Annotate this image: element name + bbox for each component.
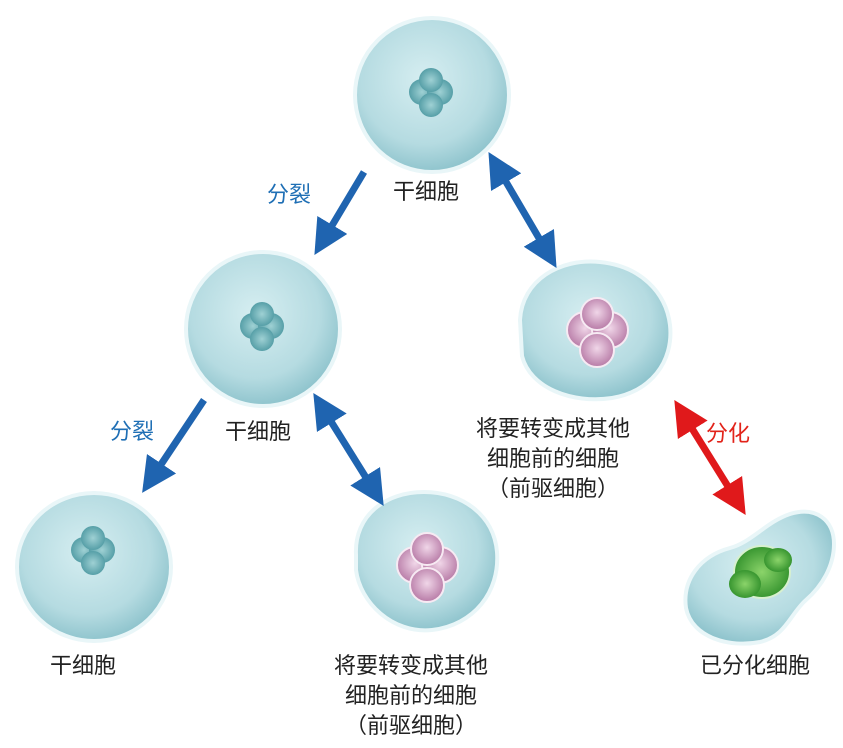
label-stem-bottom: 干细胞 [50, 654, 117, 679]
divide-arrow-mid [142, 398, 207, 493]
stem-cell-bottom [15, 491, 173, 643]
stem-nucleus-bottom [71, 526, 115, 575]
stem-cell-mid [184, 250, 342, 408]
progenitor-cell-right [517, 259, 673, 402]
label-progenitor-right: 将要转变成其他 细胞前的细胞 （前驱细胞） [476, 417, 631, 502]
differentiated-nucleus [729, 545, 792, 599]
label-differentiated: 已分化细胞 [700, 654, 811, 679]
label-divide-mid: 分裂 [110, 420, 155, 445]
label-stem-top: 干细胞 [393, 180, 460, 205]
stem-cell-top [353, 16, 511, 174]
stem-nucleus-top [409, 68, 453, 117]
label-divide-top: 分裂 [267, 183, 312, 208]
differentiated-cell [683, 509, 837, 646]
progenitor-cell-bottom [353, 489, 500, 633]
progenitor-arrow-mid [313, 393, 384, 506]
stem-nucleus-mid [240, 302, 284, 351]
progenitor-nucleus-bottom [396, 532, 459, 603]
label-stem-mid: 干细胞 [225, 420, 292, 445]
label-differentiate: 分化 [706, 422, 751, 447]
label-progenitor-bottom: 将要转变成其他 细胞前的细胞 （前驱细胞） [334, 654, 489, 739]
differentiate-arrow [674, 400, 746, 515]
progenitor-nucleus-right [566, 297, 629, 368]
progenitor-arrow-top [488, 151, 557, 269]
divide-arrow-top [314, 170, 368, 256]
